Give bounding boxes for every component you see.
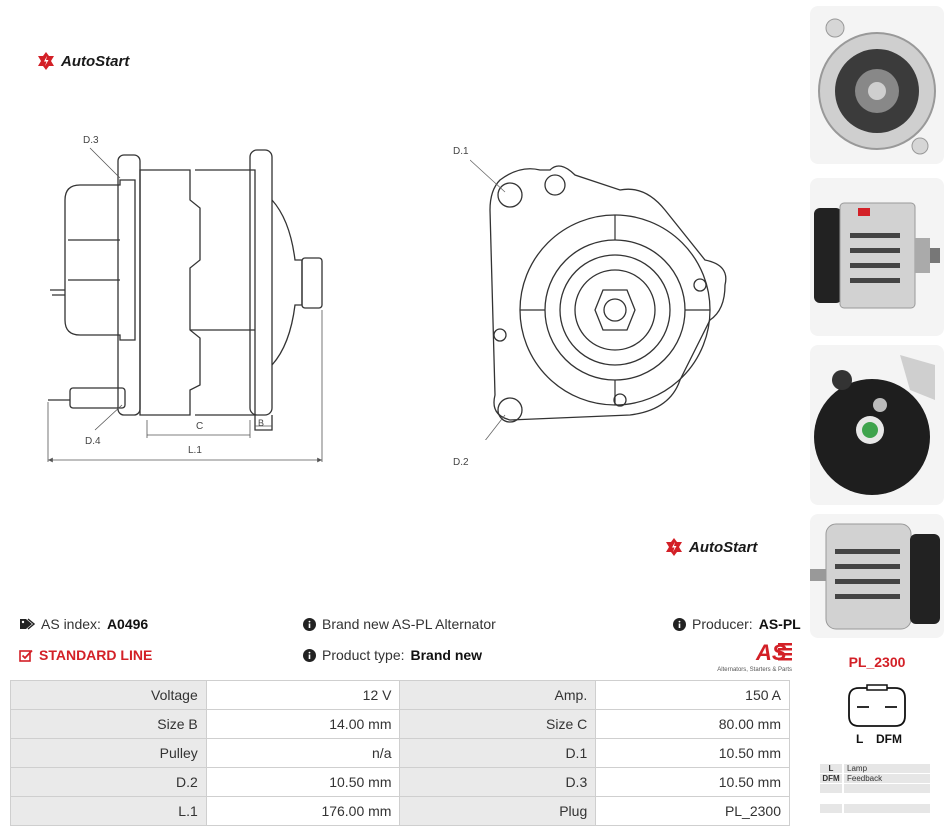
info-icon: [673, 617, 686, 631]
autostart-logo-icon: [38, 52, 54, 70]
info-icon: [303, 617, 316, 631]
alternator-side-image: [814, 202, 940, 309]
side-view-drawing: [47, 147, 323, 463]
label-l1: L.1: [188, 445, 202, 456]
alternator-rear-image: [814, 355, 935, 495]
spec-value: 10.50 mm: [595, 738, 790, 768]
spec-label: Voltage: [10, 680, 207, 710]
producer-logo: AS Alternators, Starters & Parts: [712, 640, 792, 673]
product-type-value: Brand new: [410, 647, 483, 663]
legend-row: DFM Feedback: [820, 774, 930, 783]
as-pl-logo-icon: AS: [755, 640, 792, 665]
spec-value: 176.00 mm: [205, 796, 401, 826]
spec-value: 12 V: [205, 680, 401, 710]
spec-value: 150 A: [595, 680, 790, 710]
as-index: AS index: A0496: [19, 616, 148, 632]
product-photo-rear: [810, 345, 944, 505]
legend-desc: Lamp: [844, 764, 930, 773]
label-d3: D.3: [83, 135, 99, 146]
spec-label: Pulley: [10, 738, 207, 768]
spec-label: L.1: [10, 796, 207, 826]
alternator-front-image: [818, 18, 936, 155]
label-d1: D.1: [453, 146, 469, 157]
label-c: C: [196, 421, 204, 432]
spec-label: Plug: [399, 796, 597, 826]
legend-key: L: [820, 764, 842, 773]
legend-row: L Lamp: [820, 764, 930, 773]
legend-row-empty: [820, 804, 930, 813]
plug-pin-l: L: [856, 732, 864, 746]
brand-name: AutoStart: [61, 52, 130, 70]
standard-line-text: STANDARD LINE: [39, 647, 153, 663]
label-d2: D.2: [453, 457, 469, 468]
tag-icon: [20, 618, 35, 630]
as-index-value: A0496: [106, 616, 149, 632]
spec-label: Amp.: [399, 680, 597, 710]
plug-code: PL_2300: [848, 654, 906, 670]
spec-value: 10.50 mm: [595, 767, 790, 797]
brand-name: AutoStart: [689, 538, 758, 556]
spec-label: D.1: [399, 738, 597, 768]
producer-value: AS-PL: [758, 616, 801, 632]
info-icon: [303, 648, 316, 662]
producer-label: Producer:: [692, 616, 753, 632]
spec-value: 14.00 mm: [205, 709, 401, 739]
description-text: Brand new AS-PL Alternator: [322, 616, 496, 632]
label-d4: D.4: [85, 436, 101, 447]
product-photo-angle: [810, 514, 944, 638]
check-square-icon: [19, 649, 33, 662]
front-view-drawing: [470, 159, 727, 440]
producer-logo-caption: Alternators, Starters & Parts: [717, 667, 792, 673]
brand-logo-top: AutoStart: [36, 51, 129, 71]
spec-label: D.2: [10, 767, 207, 797]
spec-label: D.3: [399, 767, 597, 797]
standard-line: STANDARD LINE: [19, 647, 152, 663]
spec-value: 80.00 mm: [595, 709, 790, 739]
spec-value: 10.50 mm: [205, 767, 401, 797]
plug-connector-diagram: [848, 684, 906, 727]
spec-value: PL_2300: [595, 796, 790, 826]
producer: Producer: AS-PL: [673, 616, 801, 632]
legend-desc: Feedback: [844, 774, 930, 783]
product-photo-side: [810, 178, 944, 336]
alternator-angle-image: [810, 523, 940, 630]
product-type-label: Product type:: [322, 647, 405, 663]
product-type: Product type: Brand new: [303, 647, 482, 663]
brand-logo-bottom: AutoStart: [664, 537, 757, 557]
legend-row-empty: [820, 794, 930, 803]
plug-pin-dfm: DFM: [876, 732, 902, 746]
label-b: B: [258, 418, 265, 428]
spec-label: Size B: [10, 709, 207, 739]
legend-key: DFM: [820, 774, 842, 783]
as-index-label: AS index:: [41, 616, 101, 632]
spec-label: Size C: [399, 709, 597, 739]
product-photo-front: [810, 6, 944, 164]
spec-value: n/a: [205, 738, 401, 768]
legend-row-empty: [820, 784, 930, 793]
description: Brand new AS-PL Alternator: [303, 616, 496, 632]
autostart-logo-icon: [666, 538, 682, 556]
